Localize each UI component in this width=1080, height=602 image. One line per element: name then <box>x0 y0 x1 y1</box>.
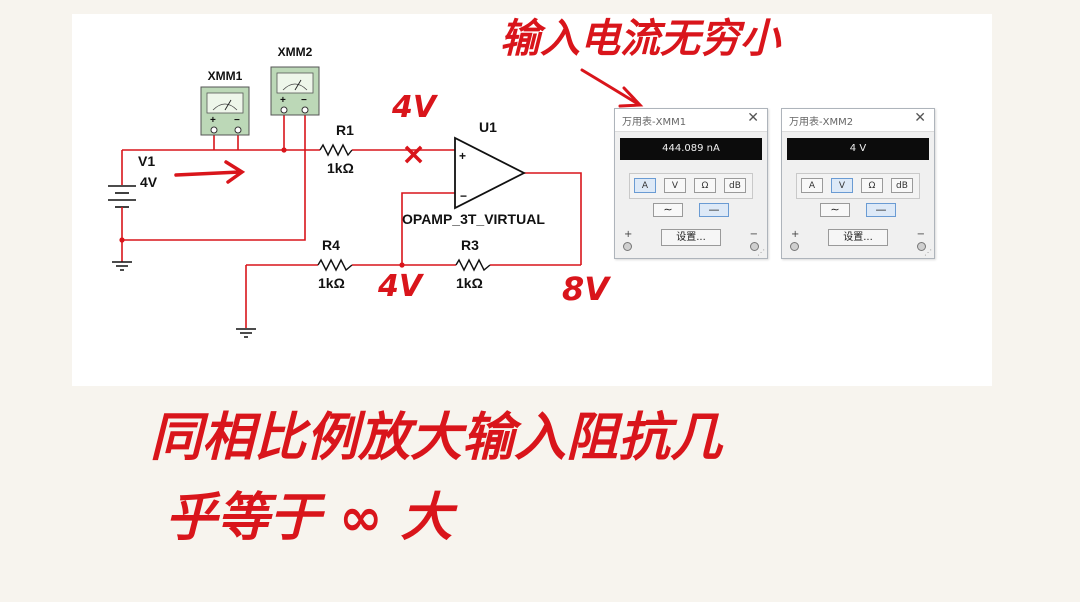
dc-wave-button[interactable]: — <box>699 203 729 217</box>
opamp-model: OPAMP_3T_VIRTUAL <box>402 211 545 227</box>
mode-button-ohm[interactable]: Ω <box>861 178 883 193</box>
mode-button-ohm[interactable]: Ω <box>694 178 716 193</box>
resize-grip-icon[interactable]: ⋰ <box>924 248 932 257</box>
note-arrow-down <box>580 68 644 108</box>
junction-dot <box>119 237 125 243</box>
meter-display: 444.089 nA <box>620 138 762 160</box>
meter-titlebar[interactable]: 万用表-XMM1 ✕ <box>615 109 767 132</box>
meter-display: 4 V <box>787 138 929 160</box>
r1-ref: R1 <box>336 122 354 138</box>
mode-button-ampere[interactable]: A <box>634 178 656 193</box>
opamp-triangle-icon <box>454 136 526 210</box>
xmm2-minus: − <box>301 95 307 106</box>
ac-wave-button[interactable]: ∼ <box>653 203 683 217</box>
meter-window-xmm1[interactable]: 万用表-XMM1 ✕ 444.089 nA A V Ω dB ∼ — + − 设… <box>614 108 768 259</box>
settings-button[interactable]: 设置... <box>661 229 721 246</box>
wire-inverting <box>401 192 455 265</box>
mode-button-db[interactable]: dB <box>891 178 913 193</box>
wire-output <box>523 172 582 265</box>
junctions <box>119 147 405 268</box>
r3-ref: R3 <box>461 237 479 253</box>
opamp-plus-sign: + <box>459 149 466 163</box>
meter-titlebar[interactable]: 万用表-XMM2 ✕ <box>782 109 934 132</box>
mode-button-row: A V Ω dB <box>796 173 920 199</box>
note-v-output: 8V <box>562 270 611 308</box>
meter-window-xmm2[interactable]: 万用表-XMM2 ✕ 4 V A V Ω dB ∼ — + − 设置... ⋰ <box>781 108 935 259</box>
xmm2-plus: + <box>280 95 286 106</box>
mode-button-ampere[interactable]: A <box>801 178 823 193</box>
plus-terminal-label: + <box>791 229 800 240</box>
battery-icon <box>108 185 136 212</box>
mode-button-db[interactable]: dB <box>724 178 746 193</box>
minus-terminal-icon[interactable] <box>917 242 926 251</box>
current-arrow-icon <box>174 160 246 184</box>
plus-terminal-label: + <box>624 229 633 240</box>
minus-terminal-label: − <box>749 229 758 240</box>
junction-dot <box>399 262 405 268</box>
r4-ref: R4 <box>322 237 340 253</box>
meter-title: 万用表-XMM2 <box>789 117 854 128</box>
v1-ref: V1 <box>138 153 155 169</box>
meter-title: 万用表-XMM1 <box>622 117 687 128</box>
mode-button-volt[interactable]: V <box>664 178 686 193</box>
minus-terminal-label: − <box>916 229 925 240</box>
xmm1-minus: − <box>234 115 240 126</box>
resize-grip-icon[interactable]: ⋰ <box>757 248 765 257</box>
note-v-input: 4V <box>391 90 439 125</box>
ground-icon <box>112 261 132 271</box>
ground-icons <box>112 261 256 338</box>
resistor-r4-icon <box>317 258 353 272</box>
plus-terminal-icon[interactable] <box>790 242 799 251</box>
settings-button[interactable]: 设置... <box>828 229 888 246</box>
close-icon[interactable]: ✕ <box>747 110 759 126</box>
note-v-node: 4V <box>377 269 425 304</box>
ground-icon <box>236 328 256 338</box>
junction-dot <box>281 147 287 153</box>
wire-xmm2-minus <box>122 112 306 241</box>
r3-value: 1kΩ <box>456 275 483 291</box>
minus-terminal-icon[interactable] <box>750 242 759 251</box>
r1-value: 1kΩ <box>327 160 354 176</box>
note-bottom-line1: 同相比例放大输入阻抗几 <box>150 408 724 468</box>
note-bottom-line2: 乎等于 ∞ 大 <box>165 488 459 548</box>
r4-value: 1kΩ <box>318 275 345 291</box>
note-input-current: 输入电流无穷小 <box>500 16 782 62</box>
ac-wave-button[interactable]: ∼ <box>820 203 850 217</box>
opamp-minus-sign: − <box>460 189 467 203</box>
v1-value: 4V <box>140 174 158 190</box>
resistor-r1-icon <box>319 143 353 157</box>
xmm2-label: XMM2 <box>278 45 313 59</box>
cross-mark: × <box>401 137 426 172</box>
meter-symbol-xmm1[interactable] <box>200 86 250 136</box>
opamp-symbol: + − <box>454 136 526 210</box>
meter-symbol-xmm2[interactable] <box>270 66 320 116</box>
plus-terminal-icon[interactable] <box>623 242 632 251</box>
dc-wave-button[interactable]: — <box>866 203 896 217</box>
xmm1-label: XMM1 <box>208 69 243 83</box>
opamp-ref: U1 <box>479 119 497 135</box>
resistor-symbols <box>317 143 491 272</box>
xmm1-plus: + <box>210 115 216 126</box>
resistor-r3-icon <box>455 258 491 272</box>
mode-button-row: A V Ω dB <box>629 173 753 199</box>
close-icon[interactable]: ✕ <box>914 110 926 126</box>
mode-button-volt[interactable]: V <box>831 178 853 193</box>
